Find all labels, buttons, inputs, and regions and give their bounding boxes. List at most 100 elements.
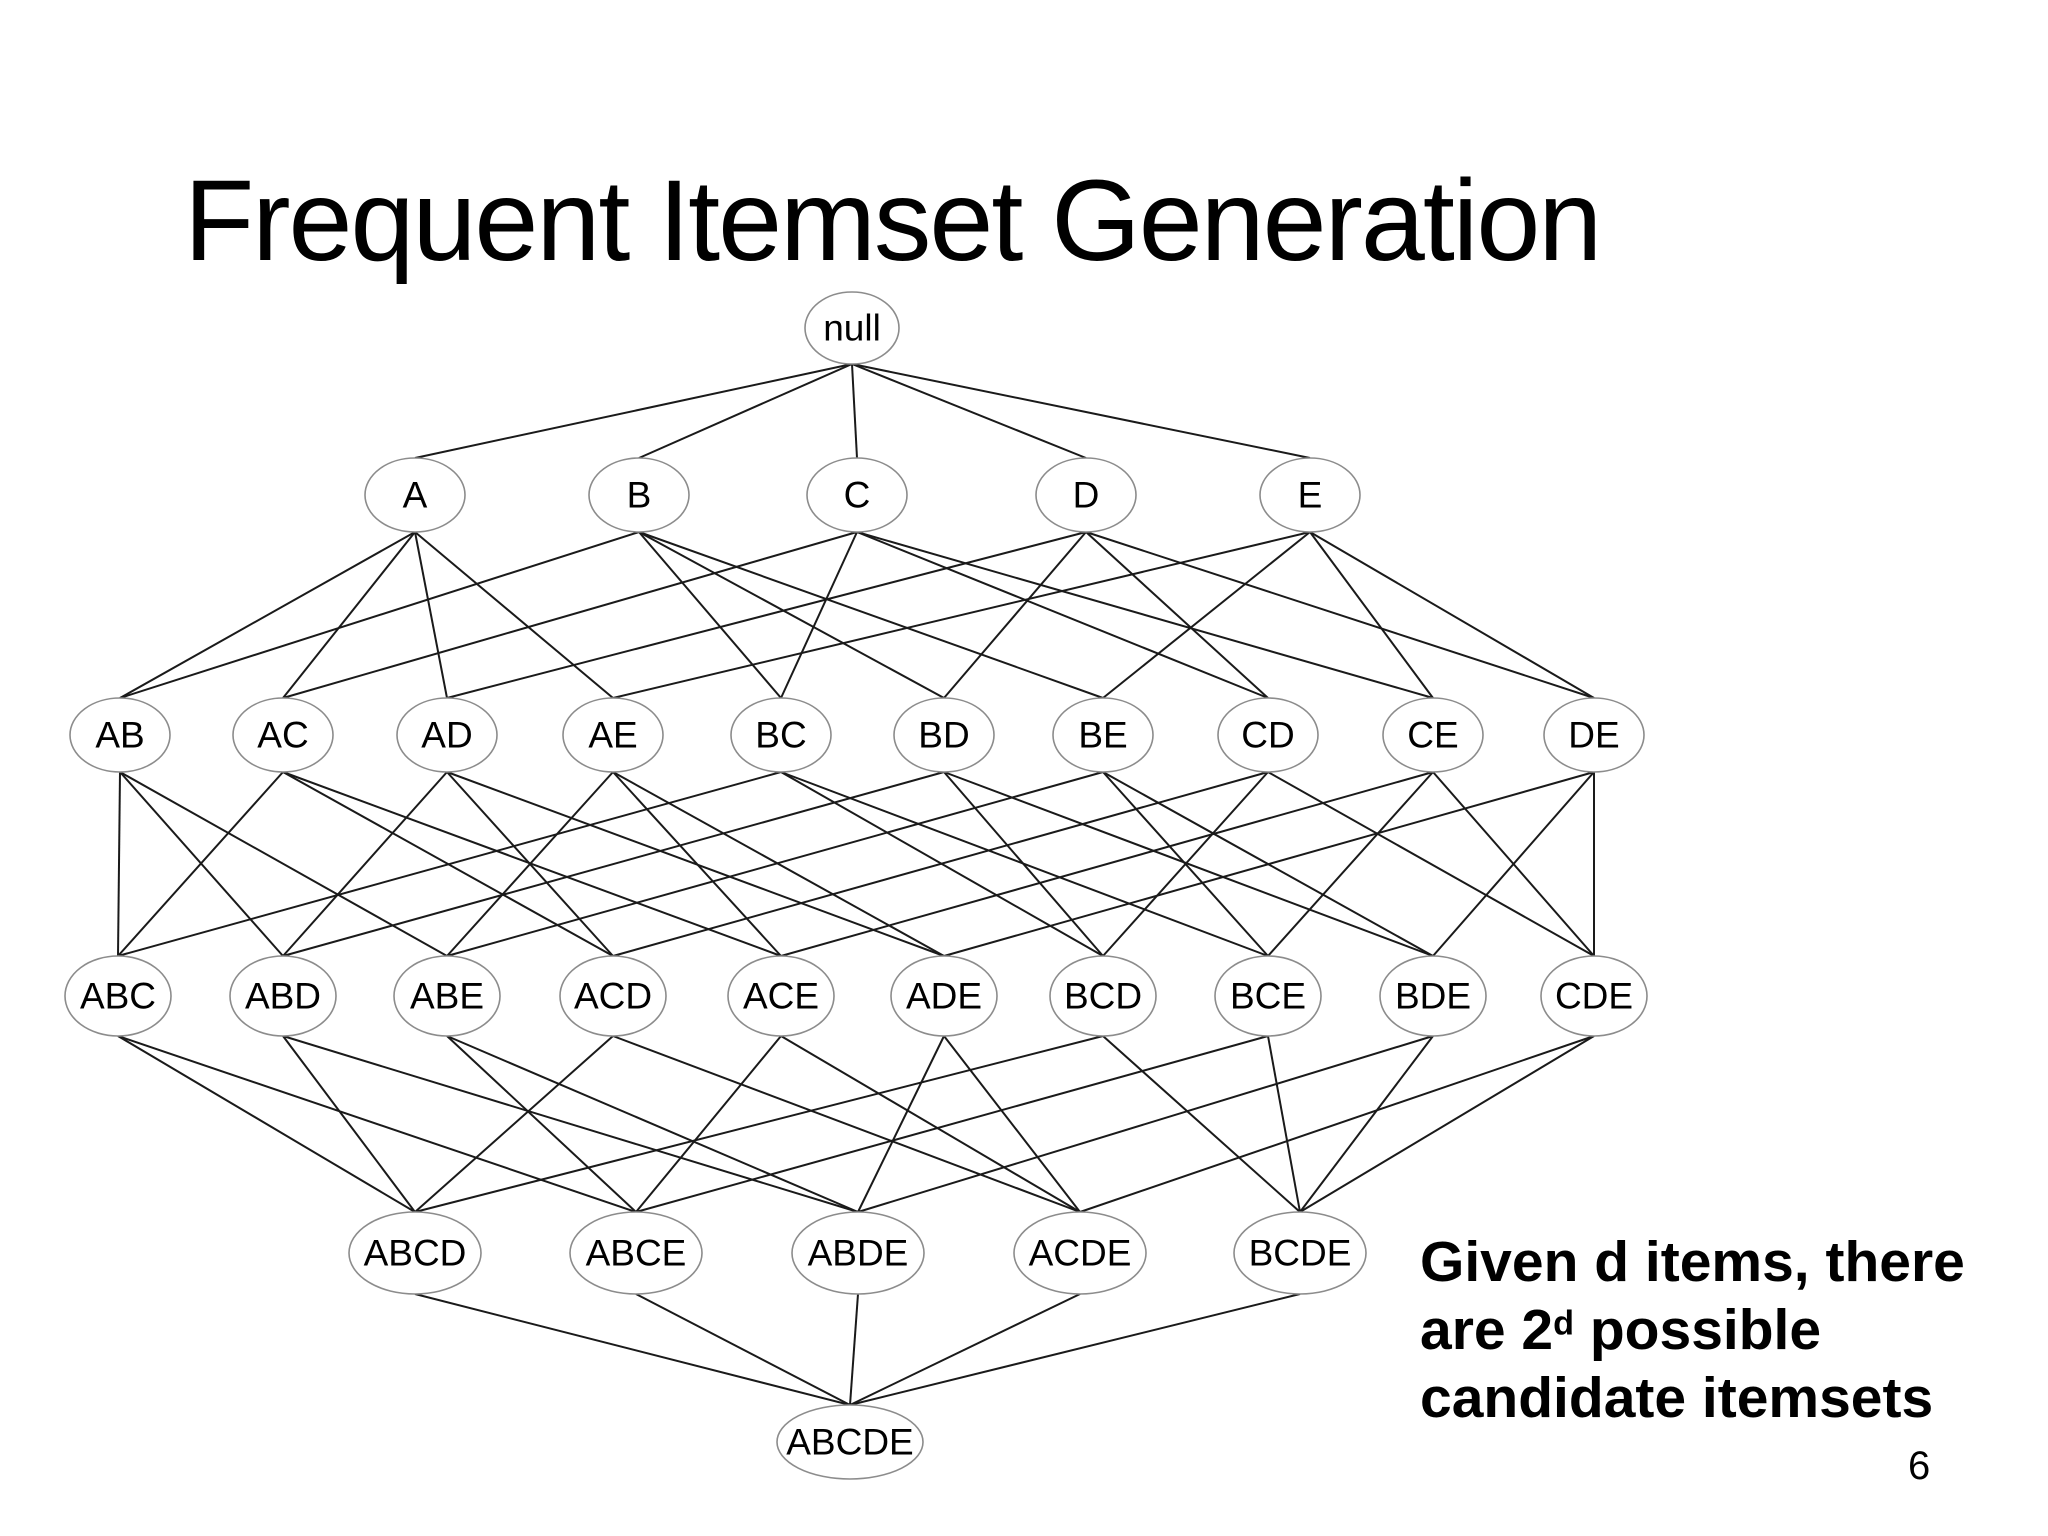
node-ellipse — [559, 955, 667, 1037]
node-BCE: BCE — [1214, 955, 1322, 1037]
node-label: BCE — [1230, 976, 1306, 1017]
edge-BCE-BCDE — [1267, 1035, 1301, 1213]
node-CD: CD — [1217, 697, 1319, 773]
node-ellipse — [1049, 955, 1157, 1037]
node-ellipse — [364, 457, 466, 533]
node-AB: AB — [69, 697, 171, 773]
node-ellipse — [1382, 697, 1484, 773]
node-ellipse — [804, 291, 900, 365]
node-ellipse — [393, 955, 501, 1037]
edge-C-BC — [780, 531, 858, 699]
node-ellipse — [1233, 1211, 1367, 1295]
node-ACDE: ACDE — [1013, 1211, 1147, 1295]
edge-ADE-ACDE — [943, 1035, 1081, 1213]
edge-BD-ABD — [282, 771, 945, 957]
node-ellipse — [69, 697, 171, 773]
note-exponent: d — [1553, 1304, 1575, 1343]
edge-ADE-ABDE — [857, 1035, 945, 1213]
edge-ACD-ABCD — [414, 1035, 614, 1213]
node-BD: BD — [893, 697, 995, 773]
edge-E-CE — [1309, 531, 1434, 699]
node-label: BE — [1078, 715, 1127, 756]
edge-AC-ACE — [282, 771, 782, 957]
edge-ABC-ABCE — [117, 1035, 637, 1213]
node-ellipse — [1543, 697, 1645, 773]
edge-CDE-BCDE — [1299, 1035, 1595, 1213]
edge-BC-ABC — [117, 771, 782, 957]
edge-AB-ABE — [119, 771, 448, 957]
node-D: D — [1035, 457, 1137, 533]
node-ABD: ABD — [229, 955, 337, 1037]
node-label: BCDE — [1249, 1233, 1352, 1274]
node-ellipse — [1379, 955, 1487, 1037]
node-ellipse — [1052, 697, 1154, 773]
edge-C-AC — [282, 531, 858, 699]
annotation-note: Given d items, there are 2d possible can… — [1420, 1228, 2020, 1432]
edge-ABE-ABDE — [446, 1035, 859, 1213]
edge-E-BE — [1102, 531, 1311, 699]
node-AE: AE — [562, 697, 664, 773]
note-line-2-pre: are 2 — [1420, 1298, 1554, 1362]
node-label: ABCDE — [786, 1422, 913, 1463]
edge-CE-BCE — [1267, 771, 1434, 957]
edge-AE-ABE — [446, 771, 614, 957]
node-label: AE — [588, 715, 637, 756]
node-ellipse — [890, 955, 998, 1037]
node-label: DE — [1568, 715, 1619, 756]
edge-A-AD — [414, 531, 448, 699]
edge-BDE-BCDE — [1299, 1035, 1434, 1213]
edge-BE-ABE — [446, 771, 1104, 957]
edge-ABC-ABCD — [117, 1035, 416, 1213]
node-BCD: BCD — [1049, 955, 1157, 1037]
edge-C-CE — [856, 531, 1434, 699]
node-ellipse — [806, 457, 908, 533]
edge-AC-ABC — [117, 771, 284, 957]
node-BDE: BDE — [1379, 955, 1487, 1037]
node-label: BD — [918, 715, 969, 756]
edge-null-B — [638, 363, 853, 459]
node-null: null — [804, 291, 900, 365]
node-E: E — [1259, 457, 1361, 533]
edge-null-A — [414, 363, 853, 459]
node-ellipse — [893, 697, 995, 773]
node-ellipse — [1214, 955, 1322, 1037]
edge-ABE-ABCE — [446, 1035, 637, 1213]
edge-ACD-ACDE — [612, 1035, 1081, 1213]
node-label: ABD — [245, 976, 321, 1017]
edge-E-AE — [612, 531, 1311, 699]
edge-BDE-ABDE — [857, 1035, 1434, 1213]
node-BCDE: BCDE — [1233, 1211, 1367, 1295]
node-ellipse — [1035, 457, 1137, 533]
node-label: null — [823, 308, 881, 349]
edge-ACE-ABCE — [635, 1035, 782, 1213]
node-DE: DE — [1543, 697, 1645, 773]
node-label: E — [1298, 475, 1323, 516]
edge-BCE-ABCE — [635, 1035, 1269, 1213]
node-CE: CE — [1382, 697, 1484, 773]
note-line-2-post: possible — [1574, 1298, 1822, 1362]
node-label: ABE — [410, 976, 484, 1017]
node-ellipse — [730, 697, 832, 773]
node-ABCDE: ABCDE — [776, 1404, 924, 1480]
node-label: ADE — [906, 976, 982, 1017]
node-ellipse — [232, 697, 334, 773]
node-ABE: ABE — [393, 955, 501, 1037]
node-label: BC — [755, 715, 806, 756]
node-label: A — [403, 475, 428, 516]
node-ABDE: ABDE — [791, 1211, 925, 1295]
node-ellipse — [348, 1211, 482, 1295]
node-A: A — [364, 457, 466, 533]
note-line-2: are 2d possible — [1420, 1296, 2020, 1364]
node-AD: AD — [396, 697, 498, 773]
node-ACE: ACE — [727, 955, 835, 1037]
edge-null-C — [851, 363, 858, 459]
node-label: AD — [421, 715, 472, 756]
node-label: C — [844, 475, 871, 516]
node-ACD: ACD — [559, 955, 667, 1037]
node-AC: AC — [232, 697, 334, 773]
node-label: CDE — [1555, 976, 1633, 1017]
node-ellipse — [1259, 457, 1361, 533]
edge-CD-CDE — [1267, 771, 1595, 957]
